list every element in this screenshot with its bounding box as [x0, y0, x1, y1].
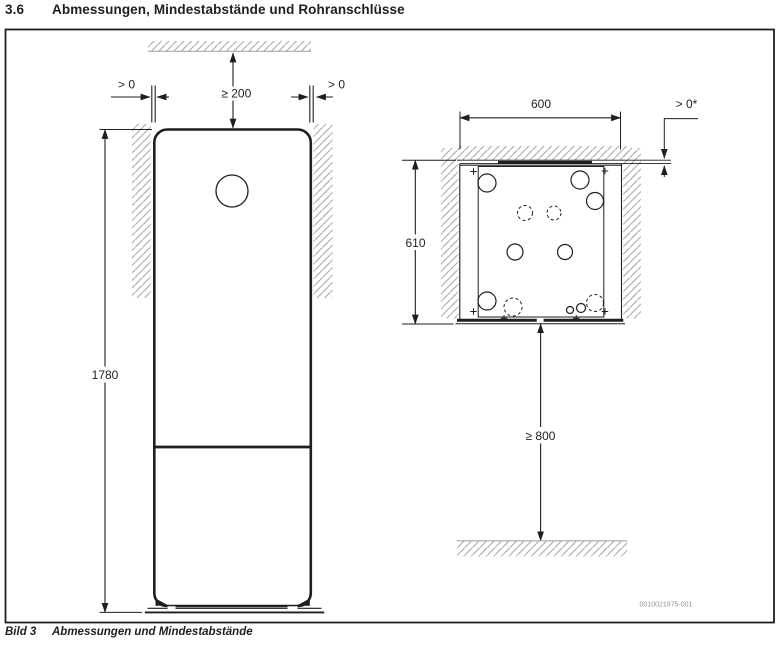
dim-front-clearance-label: ≥ 800 — [526, 429, 556, 443]
right-alcove-hatch — [623, 148, 641, 319]
figure-caption: Bild 3 Abmessungen und Mindestabstände — [5, 626, 253, 638]
rear-wall-hatch — [457, 146, 627, 160]
dim-width-label: 600 — [531, 97, 551, 111]
dim-top-clearance: ≥ 200 — [217, 52, 255, 129]
dim-depth: 610 — [397, 159, 456, 325]
figure-caption-label: Bild 3 — [5, 626, 37, 638]
dim-rear-gap: > 0* — [660, 97, 698, 177]
front-view: ≥ 200 > 0 > 0 1780 — [86, 41, 345, 614]
dim-height: 1780 — [86, 128, 152, 614]
dim-gap-right-label: > 0 — [328, 78, 345, 92]
pipe-connections-solid — [477, 170, 605, 315]
top-view: 600 > 0* 610 ≥ 800 — [397, 95, 698, 557]
left-wall-hatch — [132, 124, 151, 298]
front-edge-notch — [536, 317, 544, 323]
figure-frame — [4, 28, 775, 624]
unit-inner-casing — [477, 166, 605, 318]
pipe-connections-dashed — [503, 205, 604, 317]
page-title: Abmessungen, Mindestabstände und Rohrans… — [52, 2, 405, 17]
dim-gap-left-label: > 0 — [118, 78, 135, 92]
figure-caption-text: Abmessungen und Mindestabstände — [52, 626, 253, 638]
dim-gap-right: > 0 — [291, 78, 345, 123]
dim-height-label: 1780 — [92, 368, 119, 382]
dim-front-clearance: ≥ 800 — [517, 323, 564, 542]
ceiling-hatch — [148, 41, 311, 51]
section-header: 3.6 Abmessungen, Mindestabstände und Roh… — [5, 2, 405, 17]
front-panel-circle — [215, 174, 249, 208]
dim-rear-gap-label: > 0* — [676, 97, 698, 111]
section-number: 3.6 — [5, 2, 25, 17]
drawing-id: 0010021975-001 — [640, 602, 693, 609]
dim-gap-left: > 0 — [111, 78, 169, 123]
unit-front-outline — [153, 128, 313, 608]
dim-top-clearance-label: ≥ 200 — [221, 87, 251, 101]
unit-base — [144, 598, 325, 614]
fastening-marks — [470, 167, 609, 322]
dim-width: 600 — [459, 95, 622, 150]
dim-depth-label: 610 — [405, 236, 425, 250]
front-obstacle-hatch — [456, 541, 627, 557]
left-alcove-hatch — [441, 148, 459, 319]
right-wall-hatch — [313, 124, 333, 298]
